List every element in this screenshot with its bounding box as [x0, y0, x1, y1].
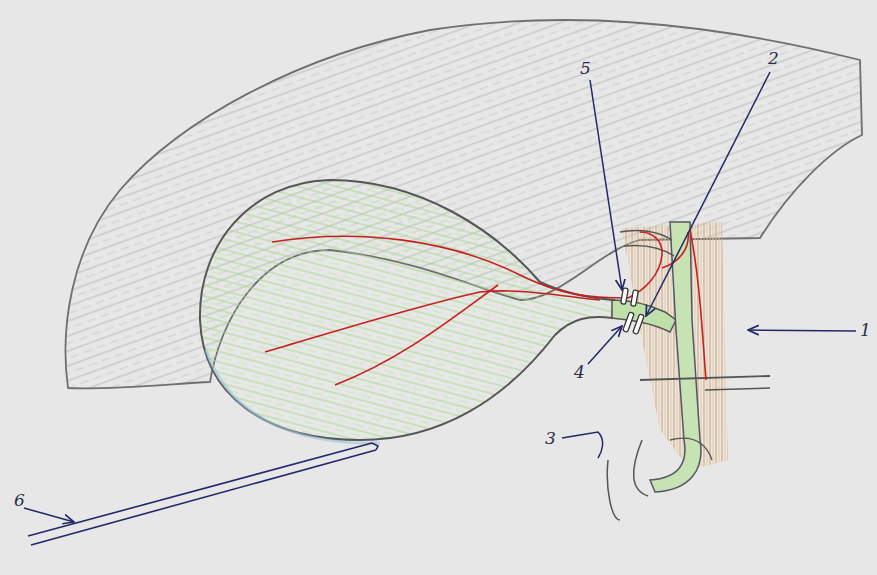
gallbladder: [200, 180, 614, 440]
callout-number: 1: [860, 322, 871, 339]
leader-line: [24, 72, 856, 522]
instrument: [28, 443, 378, 545]
callout-number: 2: [768, 50, 779, 67]
clip: [621, 288, 645, 335]
callout-number: 3: [545, 430, 556, 447]
callout-number: 5: [580, 60, 591, 77]
artery: [265, 230, 706, 385]
callout-number: 6: [14, 492, 25, 509]
callout-number: 4: [574, 364, 585, 381]
bile-duct: [650, 222, 701, 492]
